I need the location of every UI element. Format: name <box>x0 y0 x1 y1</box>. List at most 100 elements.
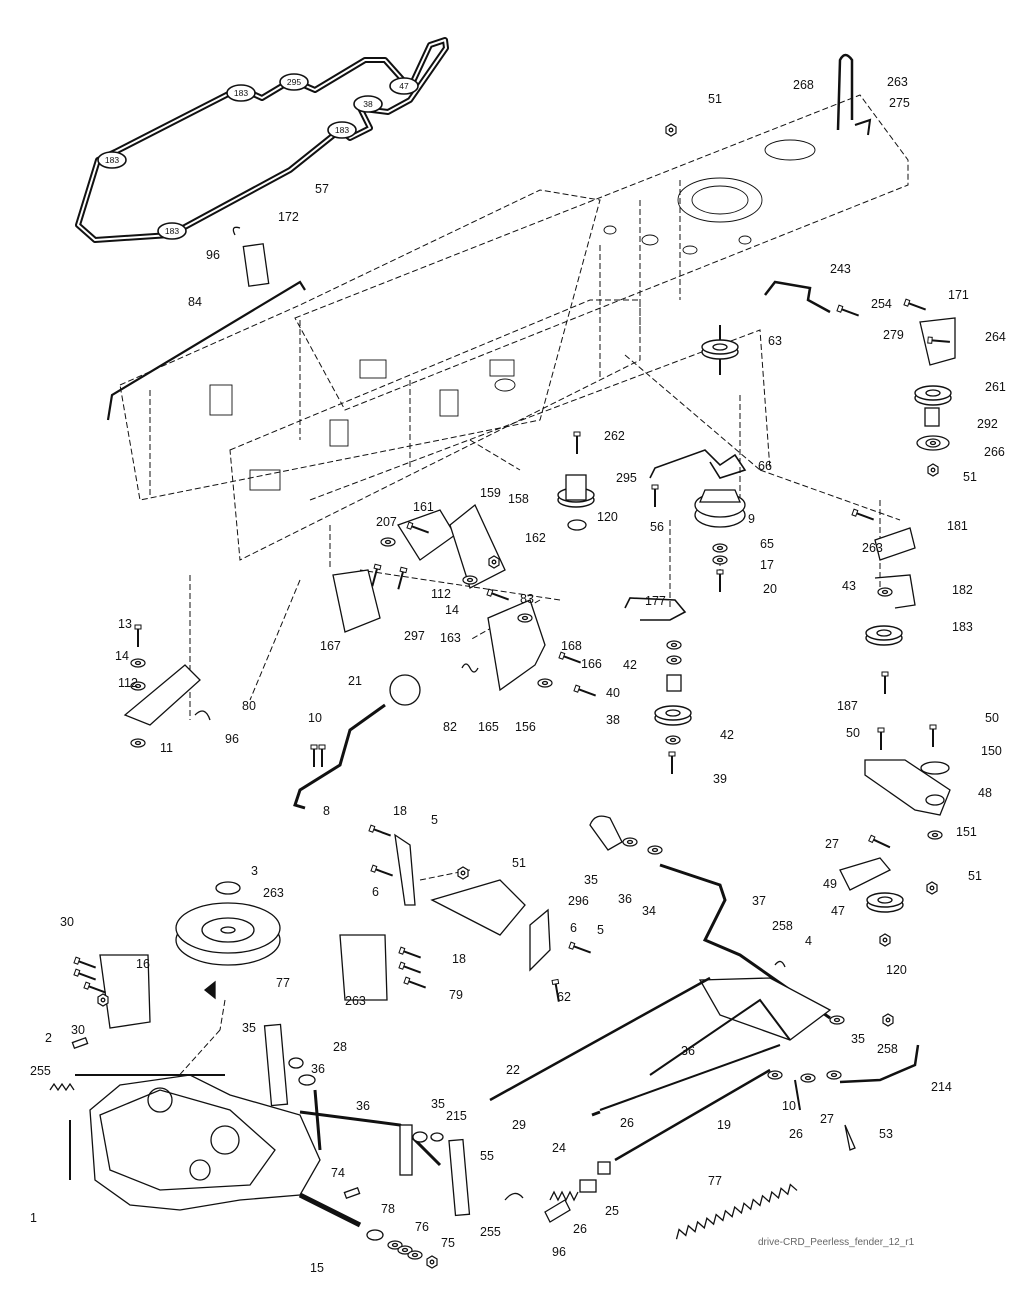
part-number-label: 266 <box>984 445 1005 459</box>
part-number-label: 9 <box>748 512 755 526</box>
part-number-label: 112 <box>431 587 451 601</box>
part-number-label: 158 <box>508 492 529 506</box>
part-number-label: 77 <box>276 976 290 990</box>
part-number-label: 163 <box>440 631 461 645</box>
part-number-label: 36 <box>618 892 632 906</box>
part-number-label: 66 <box>758 459 772 473</box>
part-number-label: 83 <box>520 592 534 606</box>
part-number-label: 48 <box>978 786 992 800</box>
part-number-label: 11 <box>160 741 173 755</box>
frame-holes <box>209 139 816 491</box>
part-number-label: 26 <box>789 1127 803 1141</box>
part-number-label: 35 <box>242 1021 256 1035</box>
part-number-label: 4 <box>805 934 812 948</box>
part-number-label: 165 <box>478 720 499 734</box>
part-number-label: 156 <box>515 720 536 734</box>
part-number-label: 297 <box>404 629 425 643</box>
part-number-label: 166 <box>581 657 602 671</box>
part-number-label: 51 <box>512 856 526 870</box>
part-number-label: 255 <box>480 1225 501 1239</box>
part-number-label: 42 <box>720 728 734 742</box>
part-number-label: 159 <box>480 486 501 500</box>
part-number-label: 49 <box>823 877 837 891</box>
part-number-label: 268 <box>793 78 814 92</box>
part-number-label: 120 <box>886 963 907 977</box>
part-number-label: 35 <box>584 873 598 887</box>
mechanical-parts <box>49 53 956 1269</box>
part-number-label: 74 <box>331 1166 345 1180</box>
part-number-label: 279 <box>883 328 904 342</box>
part-number-label: 263 <box>263 886 284 900</box>
part-number-label: 65 <box>760 537 774 551</box>
part-number-label: 27 <box>820 1112 834 1126</box>
belt-pulley-badge: 183 <box>327 121 357 139</box>
part-number-label: 296 <box>568 894 589 908</box>
part-number-label: 36 <box>681 1044 695 1058</box>
part-number-label: 30 <box>60 915 74 929</box>
part-number-label: 63 <box>768 334 782 348</box>
part-number-label: 30 <box>71 1023 85 1037</box>
belt-pulley-badge: 47 <box>389 77 419 95</box>
part-number-label: 34 <box>642 904 656 918</box>
part-number-label: 79 <box>449 988 463 1002</box>
part-number-label: 47 <box>831 904 845 918</box>
part-number-label: 263 <box>345 994 366 1008</box>
part-number-label: 292 <box>977 417 998 431</box>
part-number-label: 24 <box>552 1141 566 1155</box>
part-number-label: 80 <box>242 699 256 713</box>
part-number-label: 2 <box>45 1031 52 1045</box>
part-number-label: 8 <box>323 804 330 818</box>
belt-pulley-badge: 183 <box>157 222 187 240</box>
part-number-label: 215 <box>446 1109 467 1123</box>
part-number-label: 275 <box>889 96 910 110</box>
part-number-label: 120 <box>597 510 618 524</box>
part-number-label: 29 <box>512 1118 526 1132</box>
part-number-label: 39 <box>713 772 727 786</box>
part-number-label: 55 <box>480 1149 494 1163</box>
part-number-label: 96 <box>225 732 239 746</box>
part-number-label: 207 <box>376 515 397 529</box>
part-number-label: 264 <box>985 330 1006 344</box>
part-number-label: 96 <box>206 248 220 262</box>
part-number-label: 258 <box>877 1042 898 1056</box>
belt-pulley-badge: 183 <box>97 151 127 169</box>
part-number-label: 181 <box>947 519 968 533</box>
part-number-label: 255 <box>30 1064 51 1078</box>
part-number-label: 56 <box>650 520 664 534</box>
part-number-label: 75 <box>441 1236 455 1250</box>
part-number-label: 295 <box>616 471 637 485</box>
part-number-label: 22 <box>506 1063 520 1077</box>
part-number-label: 18 <box>452 952 466 966</box>
part-number-label: 35 <box>431 1097 445 1111</box>
belt-badge-label: 295 <box>287 77 301 87</box>
part-number-label: 1 <box>30 1211 37 1225</box>
part-number-label: 10 <box>308 711 322 725</box>
part-number-label: 150 <box>981 744 1002 758</box>
part-number-label: 15 <box>310 1261 324 1275</box>
part-number-label: 6 <box>372 885 379 899</box>
belt-badge-label: 183 <box>105 155 119 165</box>
belt-pulley-badge: 295 <box>279 73 309 91</box>
part-number-label: 57 <box>315 182 329 196</box>
part-number-label: 183 <box>952 620 973 634</box>
part-number-label: 77 <box>708 1174 722 1188</box>
part-number-label: 78 <box>381 1202 395 1216</box>
part-number-label: 42 <box>623 658 637 672</box>
part-number-label: 13 <box>118 617 132 631</box>
belt-badge-label: 47 <box>399 81 409 91</box>
part-number-label: 40 <box>606 686 620 700</box>
part-number-label: 168 <box>561 639 582 653</box>
part-number-label: 171 <box>948 288 969 302</box>
part-number-label: 162 <box>525 531 546 545</box>
part-number-label: 17 <box>760 558 774 572</box>
part-number-label: 62 <box>557 990 571 1004</box>
drive-belt <box>75 37 449 243</box>
part-number-label: 263 <box>887 75 908 89</box>
part-number-label: 151 <box>956 825 977 839</box>
part-number-label: 50 <box>985 711 999 725</box>
belt-badge-label: 183 <box>234 88 248 98</box>
part-number-label: 51 <box>968 869 982 883</box>
part-number-label: 182 <box>952 583 973 597</box>
